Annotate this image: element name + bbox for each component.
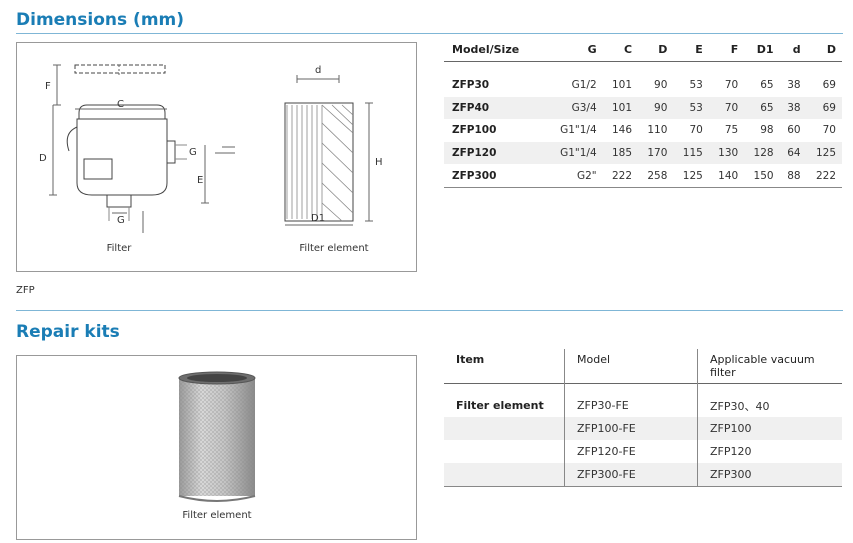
dim-label-e: E [197, 175, 203, 186]
filter-label-plate [83, 158, 113, 180]
dim-label-h: H [375, 157, 383, 168]
dim-label-g-outlet: G [117, 215, 125, 226]
dim-label-c: C [117, 99, 124, 110]
col-header: d [792, 42, 801, 56]
col-header: C [623, 42, 633, 56]
col-header: D [658, 42, 668, 56]
dim-label-d-small: d [315, 65, 321, 76]
filter-element-image [178, 371, 256, 502]
dim-label-f: F [45, 81, 51, 92]
dimension-drawing: F C D G E G d H D1 [39, 64, 383, 233]
filter-outlet-port [106, 194, 132, 208]
filter-lid-outline [74, 64, 166, 74]
col-header: Model [564, 349, 698, 384]
table-row: Filter element ZFP30-FE ZFP30、40 [444, 394, 842, 417]
section-divider [16, 33, 843, 34]
table-row: ZFP40 G3/4 101 90 53 70 65 38 69 [444, 96, 842, 120]
repair-image-caption: Filter element [182, 510, 252, 521]
table-row: ZFP300-FE ZFP300 [444, 463, 842, 487]
filter-body [76, 118, 168, 196]
table-row: ZFP30 G1/2 101 90 53 70 65 38 69 [452, 79, 836, 92]
table-row: ZFP120 G1"1/4 185 170 115 130 128 64 125 [444, 141, 842, 165]
col-header: E [695, 42, 703, 56]
repair-table-header: Item Model Applicable vacuum filter [444, 349, 842, 384]
repair-image-frame: Filter element [16, 355, 417, 540]
repair-kits-table: Item Model Applicable vacuum filter Filt… [444, 349, 842, 487]
filter-caption: Filter [106, 243, 132, 254]
table-row: ZFP100 G1"1/4 146 110 70 75 98 60 70 [452, 124, 836, 137]
dimensions-table-header: Model/Size G C D E F D1 d D [444, 37, 842, 62]
dim-label-g: G [189, 147, 197, 158]
dim-label-d: D [39, 153, 47, 164]
col-header: Model/Size [452, 42, 520, 56]
col-header: D [826, 42, 836, 56]
filter-clamp [66, 126, 78, 152]
dimensions-title: Dimensions (mm) [16, 10, 185, 30]
dim-label-d1: D1 [311, 213, 325, 224]
element-body-outline [284, 102, 354, 222]
filter-cap [78, 104, 166, 120]
repair-kits-title: Repair kits [16, 322, 120, 342]
dimensions-table: Model/Size G C D E F D1 d D ZFP30 G1/2 1… [444, 37, 842, 188]
col-header: G [587, 42, 597, 56]
table-row: ZFP300 G2" 222 258 125 140 150 88 222 [444, 164, 842, 188]
col-header: Applicable vacuum filter [697, 349, 842, 384]
col-header: F [730, 42, 739, 56]
col-header: D1 [756, 42, 774, 56]
col-header: Item [456, 353, 485, 366]
table-row: ZFP120-FE ZFP120 [444, 440, 842, 463]
dimensions-drawing-frame: F C D G E G d H D1 Filter Filter element [16, 42, 417, 272]
series-note: ZFP [16, 285, 35, 296]
element-caption: Filter element [299, 243, 369, 254]
filter-inlet-port [166, 140, 176, 164]
section-divider [16, 310, 843, 311]
table-row: ZFP100-FE ZFP100 [444, 417, 842, 440]
